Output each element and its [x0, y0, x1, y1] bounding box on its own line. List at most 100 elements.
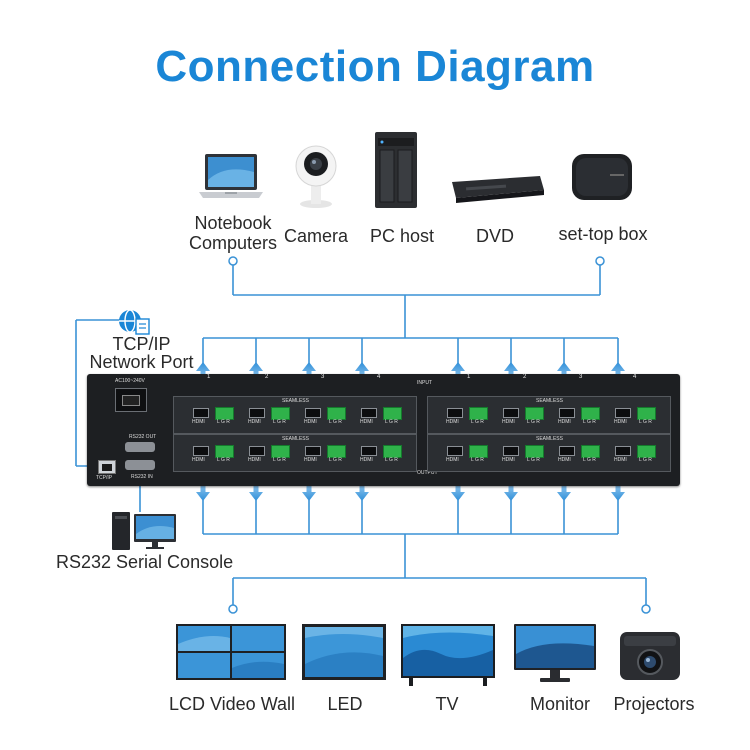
output-hdmi-port-5[interactable]: [447, 446, 463, 456]
input-hdmi-port-7[interactable]: [559, 408, 575, 418]
output-audio-terminal-5[interactable]: [469, 445, 488, 458]
input-channel-4: 4: [377, 374, 381, 380]
serial-console-icon: [112, 512, 176, 550]
output-audio-terminal-2[interactable]: [271, 445, 290, 458]
output-hdmi-port-4[interactable]: [361, 446, 377, 456]
display-label-video-wall: LCD Video Wall: [168, 694, 296, 714]
input-audio-terminal-6[interactable]: [525, 407, 544, 420]
output-audio-terminal-6[interactable]: [525, 445, 544, 458]
display-label-tv: TV: [435, 694, 459, 714]
output-hdmi-port-2[interactable]: [249, 446, 265, 456]
hdmi-label: HDMI: [558, 457, 571, 463]
output-audio-terminal-1[interactable]: [215, 445, 234, 458]
rs232-out-port[interactable]: [125, 442, 155, 452]
input-hdmi-port-1[interactable]: [193, 408, 209, 418]
hdmi-label: HDMI: [360, 419, 373, 425]
hdmi-label: HDMI: [304, 419, 317, 425]
hdmi-label: HDMI: [446, 419, 459, 425]
output-audio-terminal-7[interactable]: [581, 445, 600, 458]
input-hdmi-port-4[interactable]: [361, 408, 377, 418]
input-label: INPUT: [417, 380, 432, 386]
audio-label: L G R: [583, 457, 596, 463]
input-audio-terminal-3[interactable]: [327, 407, 346, 420]
display-label-projectors: Projectors: [613, 694, 695, 714]
rs232-in-port[interactable]: [125, 460, 155, 470]
input-hdmi-port-6[interactable]: [503, 408, 519, 418]
source-label-notebook: Notebook Computers: [188, 213, 278, 253]
audio-label: L G R: [329, 457, 342, 463]
hdmi-label: HDMI: [192, 457, 205, 463]
led-display-icon: [302, 624, 386, 680]
input-channel-2: 2: [265, 374, 269, 380]
source-label-camera: Camera: [283, 226, 349, 246]
video-wall-icon: [176, 624, 286, 680]
hdmi-label: HDMI: [360, 457, 373, 463]
hdmi-label: HDMI: [558, 419, 571, 425]
audio-label: L G R: [273, 419, 286, 425]
display-label-monitor: Monitor: [529, 694, 591, 714]
hdmi-label: HDMI: [614, 457, 627, 463]
dvd-player-icon: [452, 176, 544, 203]
input-card-1: SEAMLESS: [173, 396, 417, 434]
rs232-in-label: RS232 IN: [131, 474, 153, 480]
audio-label: L G R: [527, 457, 540, 463]
rs232-out-label: RS232 OUT: [129, 434, 157, 440]
hdmi-label: HDMI: [248, 419, 261, 425]
hdmi-label: HDMI: [248, 457, 261, 463]
hdmi-label: HDMI: [446, 457, 459, 463]
input-channel-8: 4: [633, 374, 637, 380]
tv-icon: [401, 624, 495, 686]
audio-label: L G R: [273, 457, 286, 463]
matrix-switcher: AC100~240V RS232 OUT RS232 IN TCP/IP INP…: [87, 374, 680, 486]
input-channel-1: 1: [207, 374, 211, 380]
input-audio-terminal-5[interactable]: [469, 407, 488, 420]
audio-label: L G R: [329, 419, 342, 425]
hdmi-label: HDMI: [502, 457, 515, 463]
output-hdmi-port-8[interactable]: [615, 446, 631, 456]
input-audio-terminal-4[interactable]: [383, 407, 402, 420]
input-audio-terminal-2[interactable]: [271, 407, 290, 420]
output-label: OUTPUT: [417, 470, 438, 476]
audio-label: L G R: [527, 419, 540, 425]
tcpip-label: TCP/IP: [96, 475, 113, 481]
input-channel-5: 1: [467, 374, 471, 380]
input-card-2: SEAMLESS: [427, 396, 671, 434]
hdmi-label: HDMI: [502, 419, 515, 425]
input-channel-7: 3: [579, 374, 583, 380]
laptop-icon: [199, 154, 263, 198]
power-socket[interactable]: [115, 388, 147, 412]
output-card-2: SEAMLESS: [427, 434, 671, 472]
audio-label: L G R: [471, 419, 484, 425]
audio-label: L G R: [583, 419, 596, 425]
network-port-icon: [119, 309, 150, 335]
hdmi-label: HDMI: [304, 457, 317, 463]
display-label-led: LED: [327, 694, 363, 714]
input-hdmi-port-8[interactable]: [615, 408, 631, 418]
output-hdmi-port-3[interactable]: [305, 446, 321, 456]
tcpip-port[interactable]: [98, 460, 116, 474]
monitor-icon: [514, 624, 596, 682]
input-hdmi-port-3[interactable]: [305, 408, 321, 418]
input-audio-terminal-8[interactable]: [637, 407, 656, 420]
input-hdmi-port-2[interactable]: [249, 408, 265, 418]
output-hdmi-port-1[interactable]: [193, 446, 209, 456]
input-audio-terminal-1[interactable]: [215, 407, 234, 420]
output-audio-terminal-4[interactable]: [383, 445, 402, 458]
input-hdmi-port-5[interactable]: [447, 408, 463, 418]
hdmi-label: HDMI: [614, 419, 627, 425]
output-hdmi-port-7[interactable]: [559, 446, 575, 456]
output-card-1: SEAMLESS: [173, 434, 417, 472]
hdmi-label: HDMI: [192, 419, 205, 425]
serial-console-label: RS232 Serial Console: [56, 552, 234, 572]
audio-label: L G R: [385, 457, 398, 463]
source-label-dvd: DVD: [475, 226, 514, 246]
output-audio-terminal-8[interactable]: [637, 445, 656, 458]
source-label-pc-host: PC host: [369, 226, 435, 246]
input-audio-terminal-7[interactable]: [581, 407, 600, 420]
audio-label: L G R: [217, 457, 230, 463]
output-audio-terminal-3[interactable]: [327, 445, 346, 458]
input-channel-3: 3: [321, 374, 325, 380]
projector-icon: [620, 632, 680, 680]
output-hdmi-port-6[interactable]: [503, 446, 519, 456]
